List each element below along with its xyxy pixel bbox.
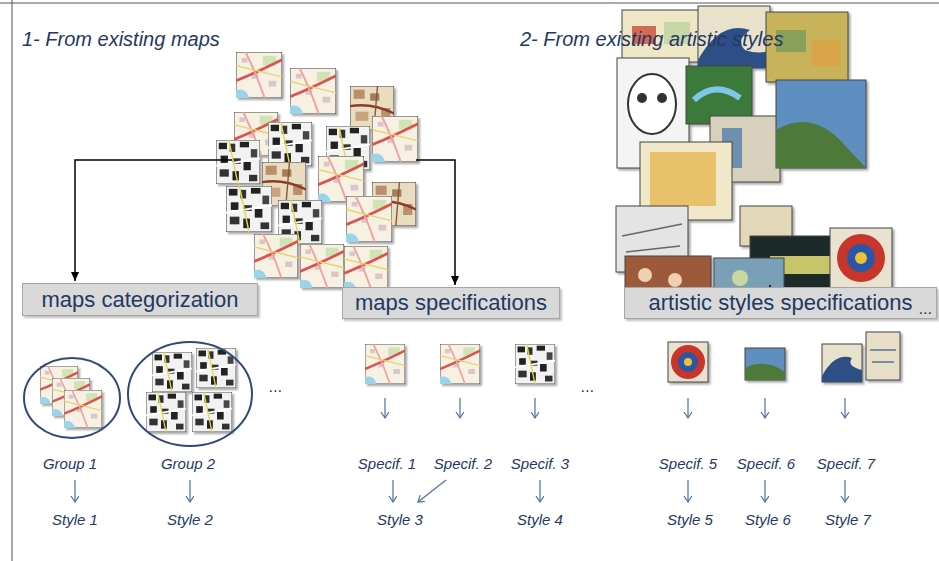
ellipsis: ... xyxy=(269,378,282,396)
section-heading: 1- From existing maps xyxy=(22,28,220,51)
spec-label: Specif. 2 xyxy=(434,455,492,472)
art-collage xyxy=(616,6,892,308)
ellipsis: ... xyxy=(919,300,932,318)
style-label: Style 5 xyxy=(667,511,713,528)
spec-label: Specif. 3 xyxy=(511,455,569,472)
style-label: Style 2 xyxy=(167,511,213,528)
process-box: artistic styles specifications xyxy=(624,287,937,319)
map-collage xyxy=(216,52,418,290)
process-box: maps specifications xyxy=(342,287,560,319)
box-text: artistic styles specifications xyxy=(648,290,912,316)
group-label: Group 1 xyxy=(43,455,97,472)
spec-thumbnails xyxy=(365,332,900,384)
style-label: Style 7 xyxy=(825,511,871,528)
process-box: maps categorization xyxy=(22,283,258,316)
spec-label: Specif. 6 xyxy=(737,455,795,472)
style-label: Style 1 xyxy=(52,511,98,528)
box-text: maps categorization xyxy=(42,287,239,313)
style-label: Style 3 xyxy=(377,511,423,528)
group-thumbnails xyxy=(24,342,252,446)
section-heading: 2- From existing artistic styles xyxy=(520,28,783,51)
box-text: maps specifications xyxy=(355,290,547,316)
spec-label: Specif. 5 xyxy=(659,455,717,472)
ellipsis: ... xyxy=(581,378,594,396)
style-label: Style 6 xyxy=(745,511,791,528)
spec-label: Specif. 1 xyxy=(358,455,416,472)
spec-label: Specif. 7 xyxy=(817,455,875,472)
style-label: Style 4 xyxy=(517,511,563,528)
group-label: Group 2 xyxy=(161,455,215,472)
flow-arrows xyxy=(75,398,845,502)
